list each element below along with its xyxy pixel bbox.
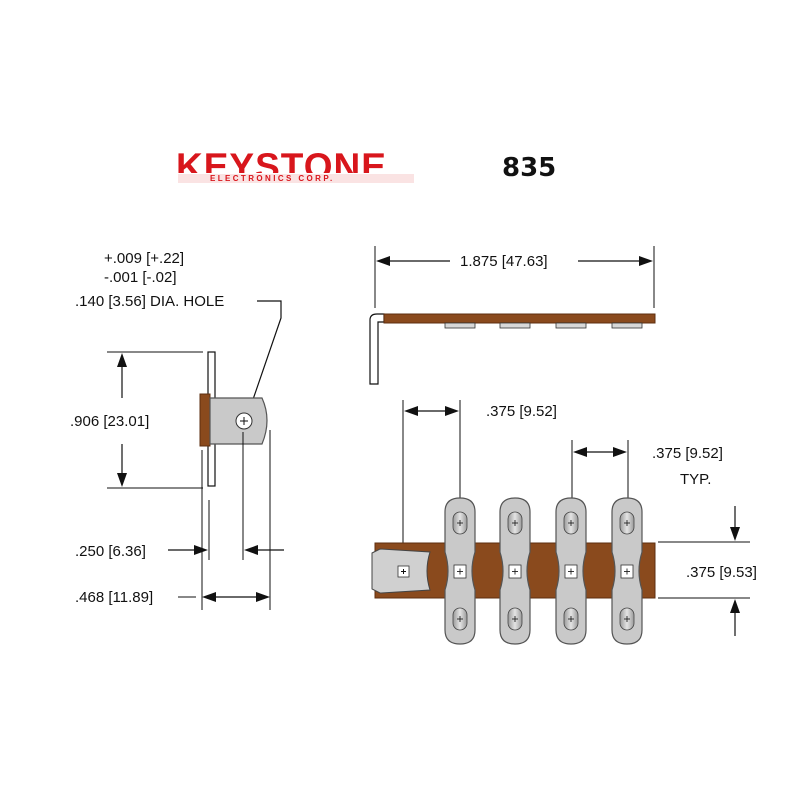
logo-tagline: ELECTRONICS CORP. — [210, 174, 335, 183]
side-view: +.009 [+.22] -.001 [-.02] .140 [3.56] DI… — [70, 250, 284, 610]
contact-center-marks — [457, 520, 630, 622]
length-arrow-left — [376, 256, 390, 266]
pitch-note: TYP. — [680, 471, 711, 488]
depth-arrow-left — [202, 592, 216, 602]
logo-underline-tint — [178, 174, 414, 183]
top-view: 1.875 [47.63] — [369, 246, 656, 385]
tolerance-plus-label: +.009 [+.22] — [104, 250, 184, 267]
top-brass-strip — [383, 313, 656, 324]
first-pitch-arrow-right — [445, 406, 459, 416]
part-number: 835 — [502, 153, 556, 183]
tolerance-minus-label: -.001 [-.02] — [104, 269, 177, 286]
tab-width-arrow-left — [194, 545, 208, 555]
bracket-bend — [369, 313, 385, 385]
length-arrow-right — [639, 256, 653, 266]
height-label: .906 [23.01] — [70, 413, 149, 430]
top-contact-1 — [444, 322, 476, 329]
keystone-logo: KEYSTONE ELECTRONICS CORP. — [176, 146, 414, 187]
hole-leader-line — [247, 300, 282, 415]
depth-arrow-right — [256, 592, 270, 602]
depth-label: .468 [11.89] — [75, 589, 153, 606]
top-contact-2 — [499, 322, 531, 329]
top-contact-4 — [611, 322, 643, 329]
pitch-label: .375 [9.52] — [652, 445, 723, 462]
pitch-arrow-right — [613, 447, 627, 457]
first-pitch-label: .375 [9.52] — [486, 403, 557, 420]
top-contact-3 — [555, 322, 587, 329]
hole-label: .140 [3.56] DIA. HOLE — [75, 293, 224, 310]
strip-width-arrow-bottom — [730, 599, 740, 613]
pitch-arrow-left — [573, 447, 587, 457]
front-view: .375 [9.52] .375 [9.52] TYP. — [371, 400, 757, 645]
first-pitch-arrow-left — [404, 406, 418, 416]
logo-underline-band — [178, 173, 414, 184]
height-arrow-top — [117, 353, 127, 367]
length-label: 1.875 [47.63] — [460, 253, 548, 270]
strip-width-label: .375 [9.53] — [686, 564, 757, 581]
tab-width-label: .250 [6.36] — [75, 543, 146, 560]
side-brass-strip — [199, 393, 211, 447]
height-arrow-bottom — [117, 473, 127, 487]
strip-width-arrow-top — [730, 527, 740, 541]
tab-width-arrow-right — [244, 545, 258, 555]
